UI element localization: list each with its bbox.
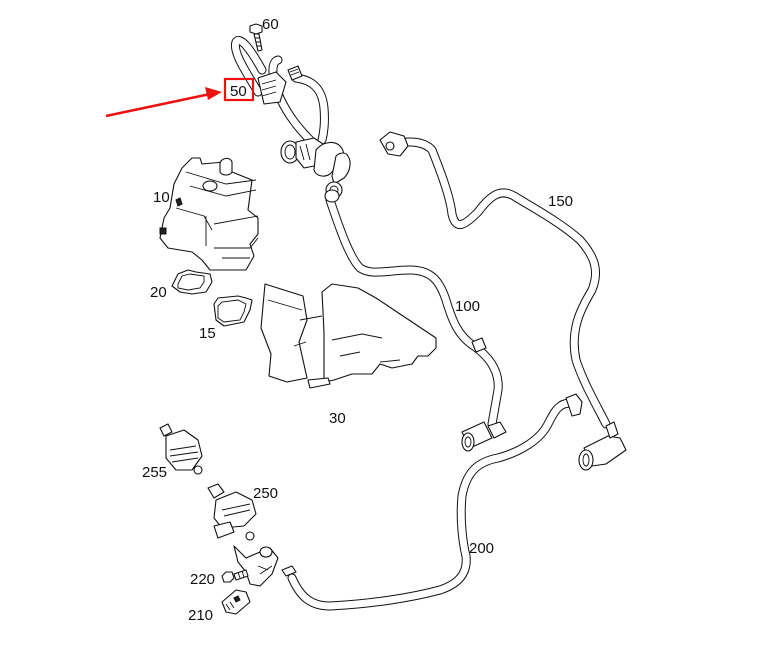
part-210-clip[interactable] xyxy=(221,589,251,615)
part-50-hose-assembly[interactable] xyxy=(230,36,351,199)
connector-clip[interactable] xyxy=(233,545,297,587)
part-20-gasket[interactable] xyxy=(171,269,213,295)
arrowhead-icon xyxy=(205,87,222,100)
part-60-bolt[interactable] xyxy=(249,23,263,52)
label-part-15: 15 xyxy=(199,325,216,342)
label-part-220: 220 xyxy=(190,571,215,588)
label-part-20: 20 xyxy=(150,284,167,301)
callout-arrow xyxy=(105,92,211,118)
label-part-250: 250 xyxy=(253,485,278,502)
part-220-bolt[interactable] xyxy=(221,569,249,583)
part-200-hose[interactable] xyxy=(287,393,583,611)
part-150-hose[interactable] xyxy=(379,131,627,471)
label-part-50: 50 xyxy=(230,83,247,100)
part-10-housing[interactable] xyxy=(159,157,259,271)
label-part-10: 10 xyxy=(153,189,170,206)
label-part-210: 210 xyxy=(188,607,213,624)
label-part-60: 60 xyxy=(262,16,279,33)
label-part-150: 150 xyxy=(548,193,573,210)
part-30-bracket[interactable] xyxy=(260,283,437,389)
callout-part-50 xyxy=(105,77,255,118)
label-part-200: 200 xyxy=(469,540,494,557)
part-100-hose[interactable] xyxy=(324,189,507,452)
part-15-gasket[interactable] xyxy=(213,295,253,327)
callout-box xyxy=(223,77,255,102)
part-250-sensor[interactable] xyxy=(207,483,257,541)
label-part-30: 30 xyxy=(329,410,346,427)
label-part-100: 100 xyxy=(455,298,480,315)
part-255-sensor[interactable] xyxy=(159,423,203,475)
label-part-255: 255 xyxy=(142,464,167,481)
